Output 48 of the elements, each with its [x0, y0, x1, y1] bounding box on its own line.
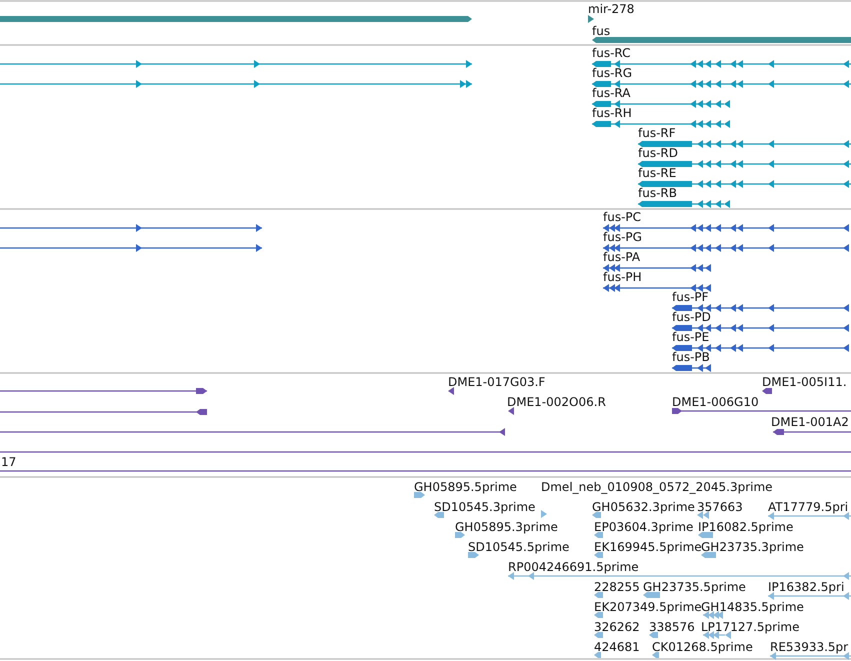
feature-label: 326262 — [594, 620, 640, 634]
feature-label: SD10545.3prime — [434, 500, 536, 514]
feature-label: fus-PA — [603, 250, 640, 264]
feature-label: EP03604.3prime — [594, 520, 694, 534]
feature-label: fus-PF — [672, 290, 709, 304]
feature-label: DME1-006G10 — [672, 395, 759, 409]
feature-label: GH14835.5prime — [701, 600, 804, 614]
feature-label: DME1-002O06.R — [507, 395, 606, 409]
feature-label: fus — [592, 24, 610, 38]
feature-label: fus-RH — [592, 106, 632, 120]
feature-label: 228255 — [594, 580, 640, 594]
feature-label: fus-RC — [592, 46, 631, 60]
feature-label: fus-PE — [672, 330, 710, 344]
feature-label: DME1-017G03.F — [448, 375, 546, 389]
feature-label: RE53933.5pr — [770, 640, 848, 654]
feature-label: EK169945.5prime — [594, 540, 702, 554]
feature-label: IP16382.5pri — [768, 580, 844, 594]
feature-label: fus-RA — [592, 86, 630, 100]
feature-label: GH23735.3prime — [701, 540, 804, 554]
feature-label: 357663 — [697, 500, 743, 514]
feature-label: fus-RD — [638, 146, 678, 160]
feature-label: RP004246691.5prime — [508, 560, 639, 574]
feature-label: Dmel_neb_010908_0572_2045.3prime — [541, 480, 773, 494]
feature-label: fus-PG — [603, 230, 642, 244]
feature-label: 424681 — [594, 640, 640, 654]
feature-label: fus-RG — [592, 66, 632, 80]
feature-label: 17 — [1, 455, 16, 469]
feature-label: GH05632.3prime — [592, 500, 695, 514]
feature-label: LP17127.5prime — [701, 620, 800, 634]
feature-label: fus-PB — [672, 350, 710, 364]
feature-label: GH05895.5prime — [414, 480, 517, 494]
feature-label: DME1-001A2 — [771, 415, 849, 429]
feature-label: CK01268.5prime — [652, 640, 753, 654]
feature-label: IP16082.5prime — [698, 520, 794, 534]
feature-label: fus-RF — [638, 126, 676, 140]
feature-label: fus-PD — [672, 310, 711, 324]
feature-label: 338576 — [649, 620, 695, 634]
feature-label: fus-RE — [638, 166, 676, 180]
feature-label: mir-278 — [588, 2, 634, 16]
feature-label: DME1-005I11. — [762, 375, 847, 389]
feature-label: fus-PH — [603, 270, 642, 284]
feature-label: AT17779.5pri — [768, 500, 848, 514]
feature-label: fus-RB — [638, 186, 677, 200]
feature-label: GH23735.5prime — [643, 580, 746, 594]
feature-label: EK207349.5prime — [594, 600, 702, 614]
feature-label: SD10545.5prime — [468, 540, 570, 554]
feature-label: GH05895.3prime — [455, 520, 558, 534]
feature-label: fus-PC — [603, 210, 642, 224]
